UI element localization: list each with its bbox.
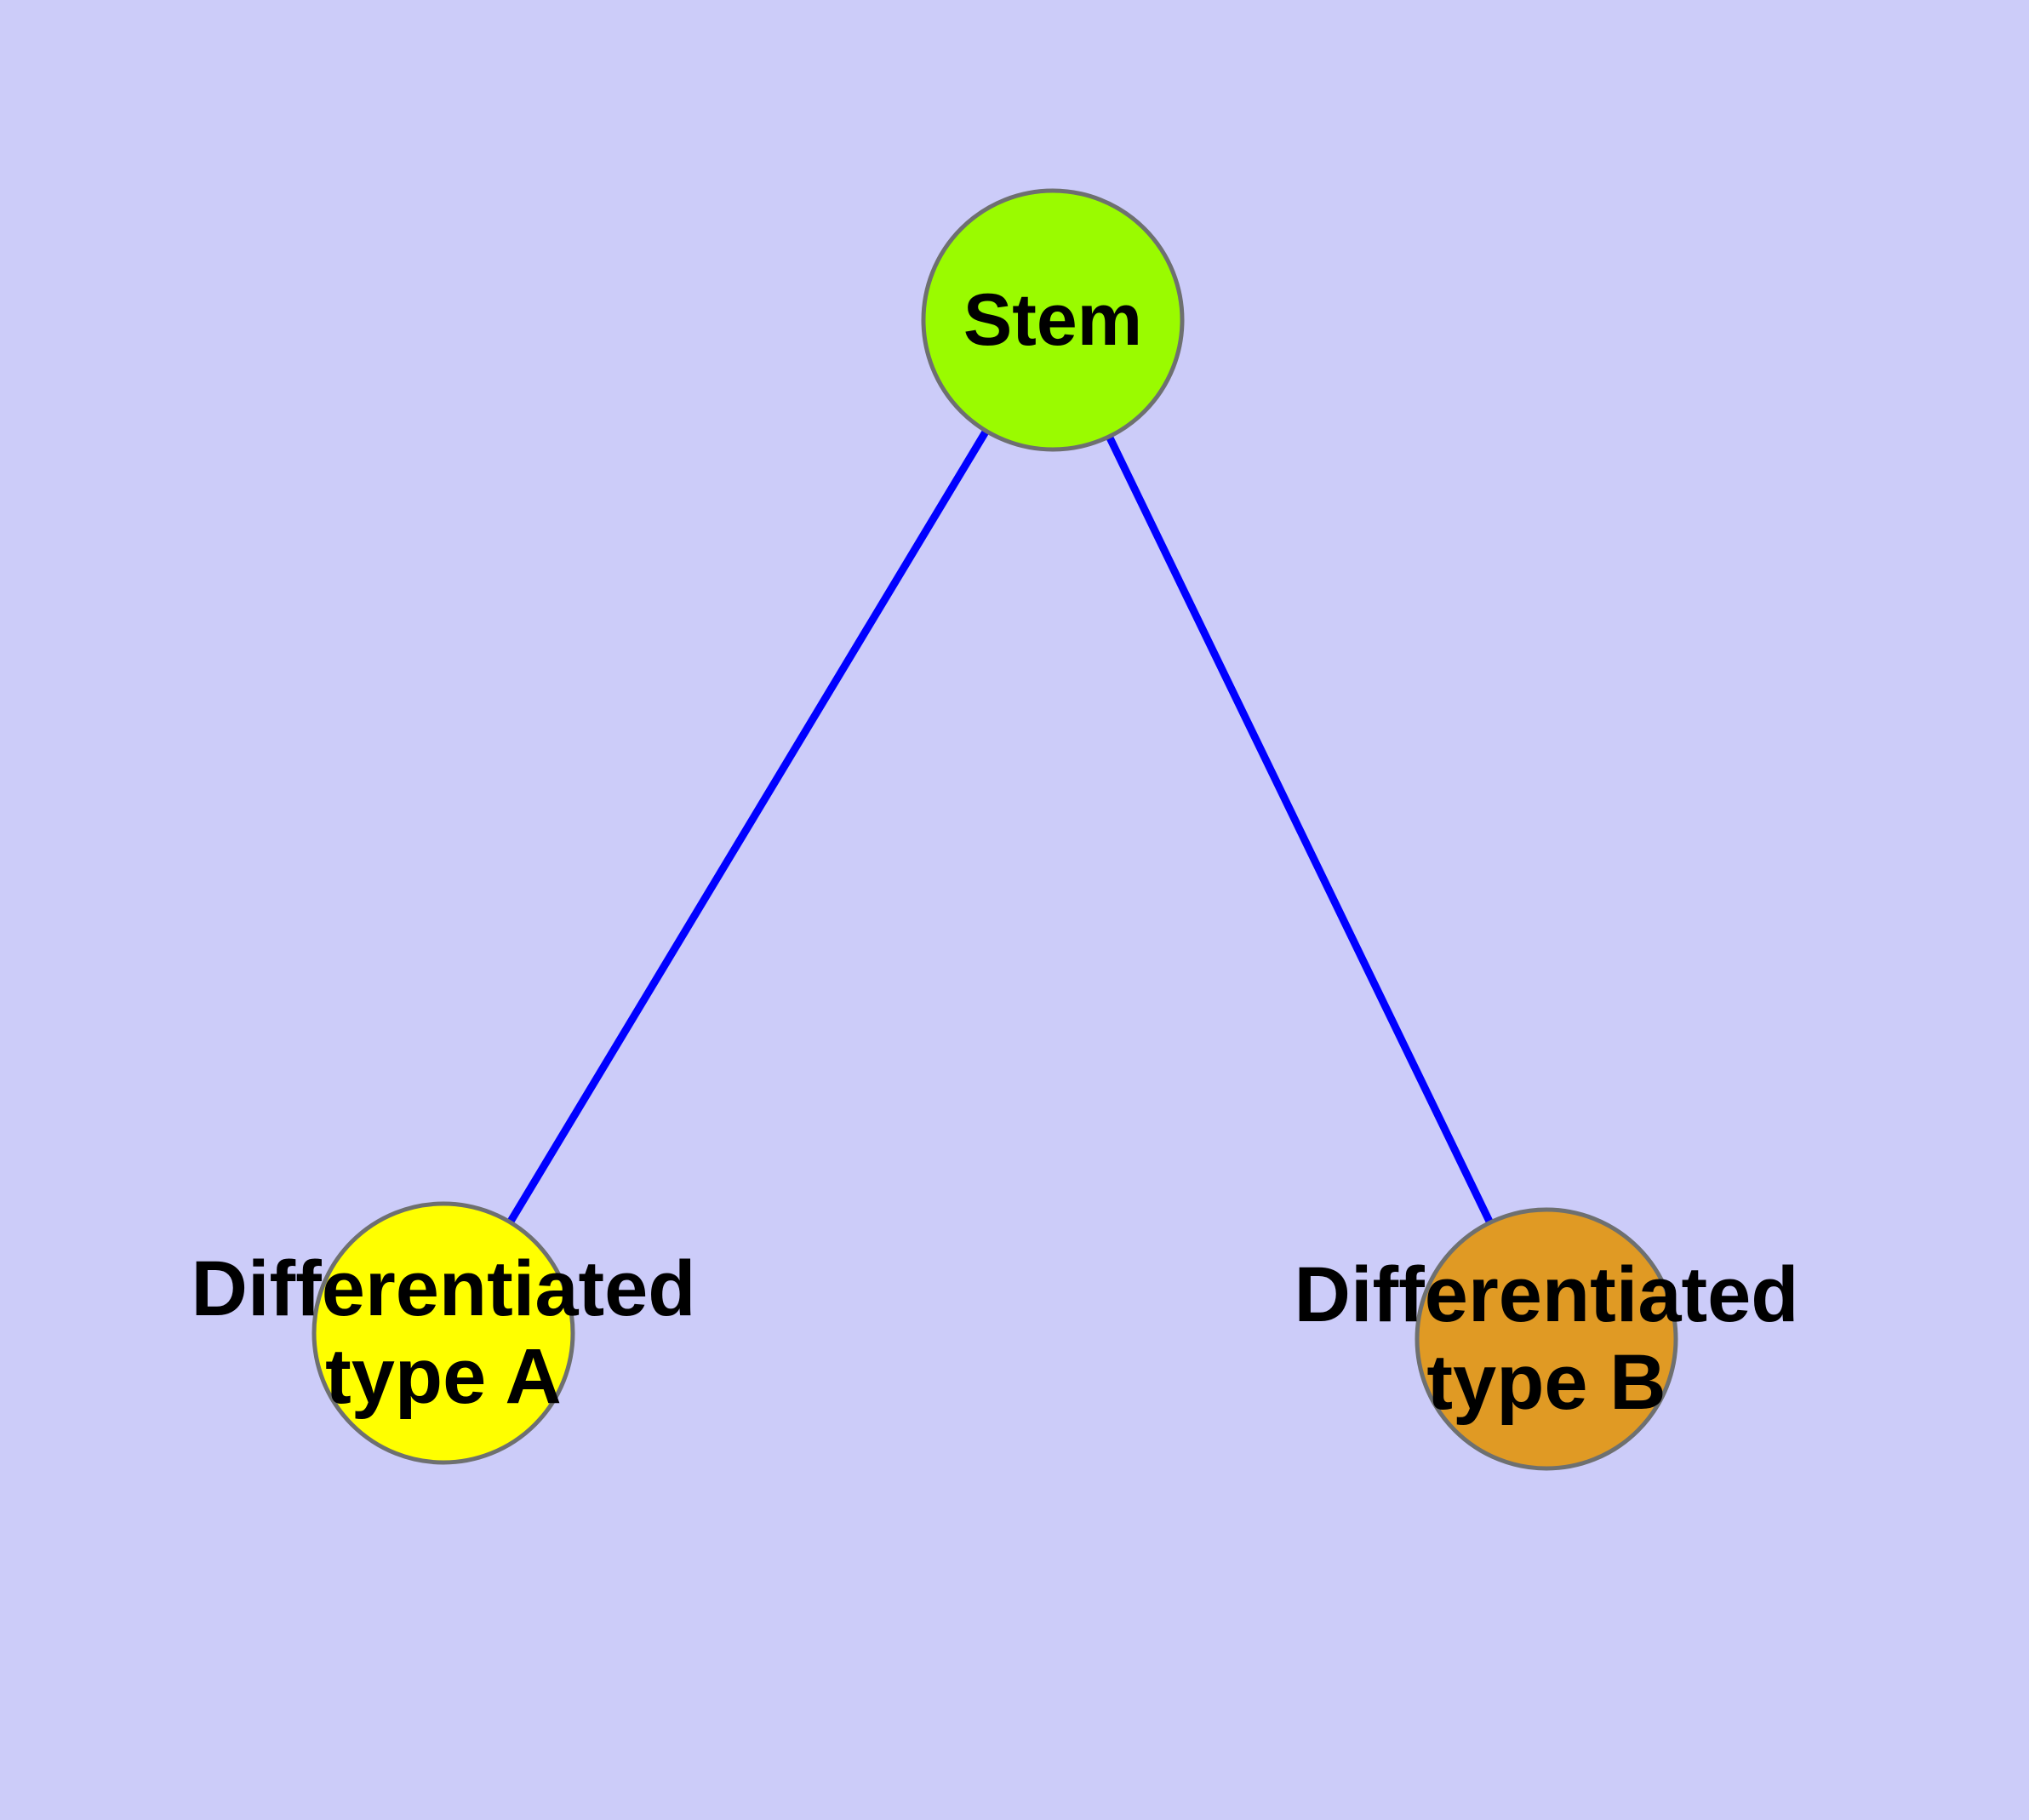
node-stem[interactable] — [921, 188, 1185, 452]
node-diff-b[interactable] — [1415, 1207, 1678, 1471]
node-diff-a[interactable] — [311, 1201, 575, 1465]
edge-layer — [507, 430, 1493, 1223]
edge-stem-to-diff-a[interactable] — [507, 430, 989, 1223]
node-layer — [311, 188, 1678, 1471]
edge-stem-to-diff-b[interactable] — [1106, 436, 1493, 1223]
